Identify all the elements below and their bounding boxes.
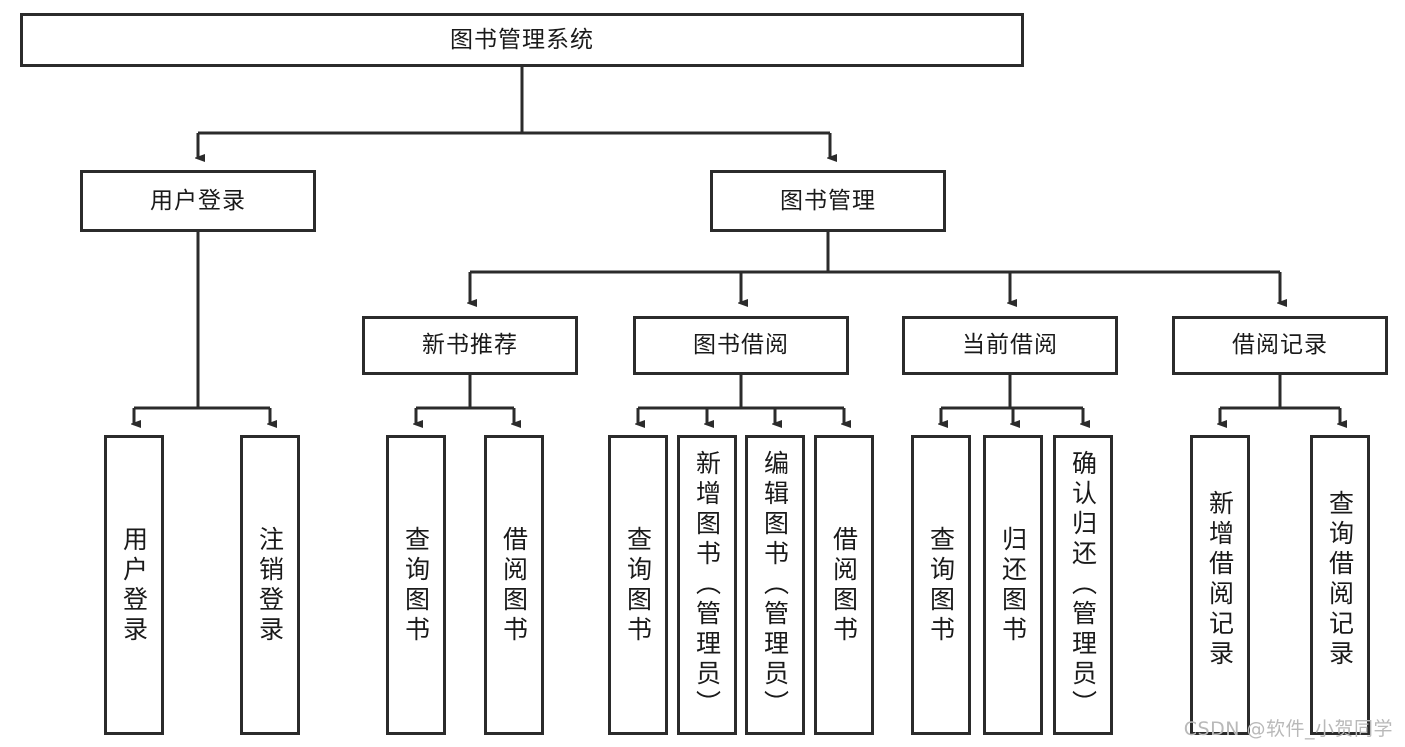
node-leaf-query-book-2-label: 查询图书 [623,526,653,646]
node-leaf-borrow-book-1[interactable]: 借阅图书 [484,435,544,735]
node-book-borrow-label: 图书借阅 [693,332,789,359]
node-new-book-rec-label: 新书推荐 [422,332,518,359]
node-leaf-query-record[interactable]: 查询借阅记录 [1310,435,1370,735]
node-leaf-borrow-book-2-label: 借阅图书 [829,526,859,646]
node-book-manage-label: 图书管理 [780,187,876,214]
node-user-login-label: 用户登录 [150,187,246,214]
node-leaf-edit-book[interactable]: 编辑图书（管理员） [745,435,805,735]
node-current-borrow[interactable]: 当前借阅 [902,316,1118,375]
node-leaf-query-book-3-label: 查询图书 [926,526,956,646]
node-leaf-query-book-3[interactable]: 查询图书 [911,435,971,735]
node-leaf-logout-label: 注销登录 [255,526,285,646]
watermark: CSDN @软件_小贺同学 [1183,718,1393,740]
node-leaf-add-record[interactable]: 新增借阅记录 [1190,435,1250,735]
node-leaf-add-record-label: 新增借阅记录 [1205,490,1235,670]
node-leaf-logout[interactable]: 注销登录 [240,435,300,735]
node-leaf-user-login[interactable]: 用户登录 [104,435,164,735]
node-leaf-edit-book-label: 编辑图书（管理员） [760,450,790,720]
node-book-manage[interactable]: 图书管理 [710,170,946,232]
node-new-book-rec[interactable]: 新书推荐 [362,316,578,375]
node-leaf-borrow-book-1-label: 借阅图书 [499,526,529,646]
node-root[interactable]: 图书管理系统 [20,13,1024,67]
node-leaf-return-book-label: 归还图书 [998,526,1028,646]
node-leaf-add-book[interactable]: 新增图书（管理员） [677,435,737,735]
node-leaf-confirm-return-label: 确认归还（管理员） [1068,450,1098,720]
node-borrow-record-label: 借阅记录 [1232,332,1328,359]
node-leaf-query-book-1[interactable]: 查询图书 [386,435,446,735]
node-leaf-query-book-2[interactable]: 查询图书 [608,435,668,735]
node-book-borrow[interactable]: 图书借阅 [633,316,849,375]
node-user-login[interactable]: 用户登录 [80,170,316,232]
node-leaf-confirm-return[interactable]: 确认归还（管理员） [1053,435,1113,735]
node-current-borrow-label: 当前借阅 [962,332,1058,359]
node-leaf-query-record-label: 查询借阅记录 [1325,490,1355,670]
node-borrow-record[interactable]: 借阅记录 [1172,316,1388,375]
node-leaf-borrow-book-2[interactable]: 借阅图书 [814,435,874,735]
node-leaf-query-book-1-label: 查询图书 [401,526,431,646]
node-leaf-add-book-label: 新增图书（管理员） [692,450,722,720]
node-leaf-user-login-label: 用户登录 [119,526,149,646]
node-root-label: 图书管理系统 [450,26,594,53]
node-leaf-return-book[interactable]: 归还图书 [983,435,1043,735]
